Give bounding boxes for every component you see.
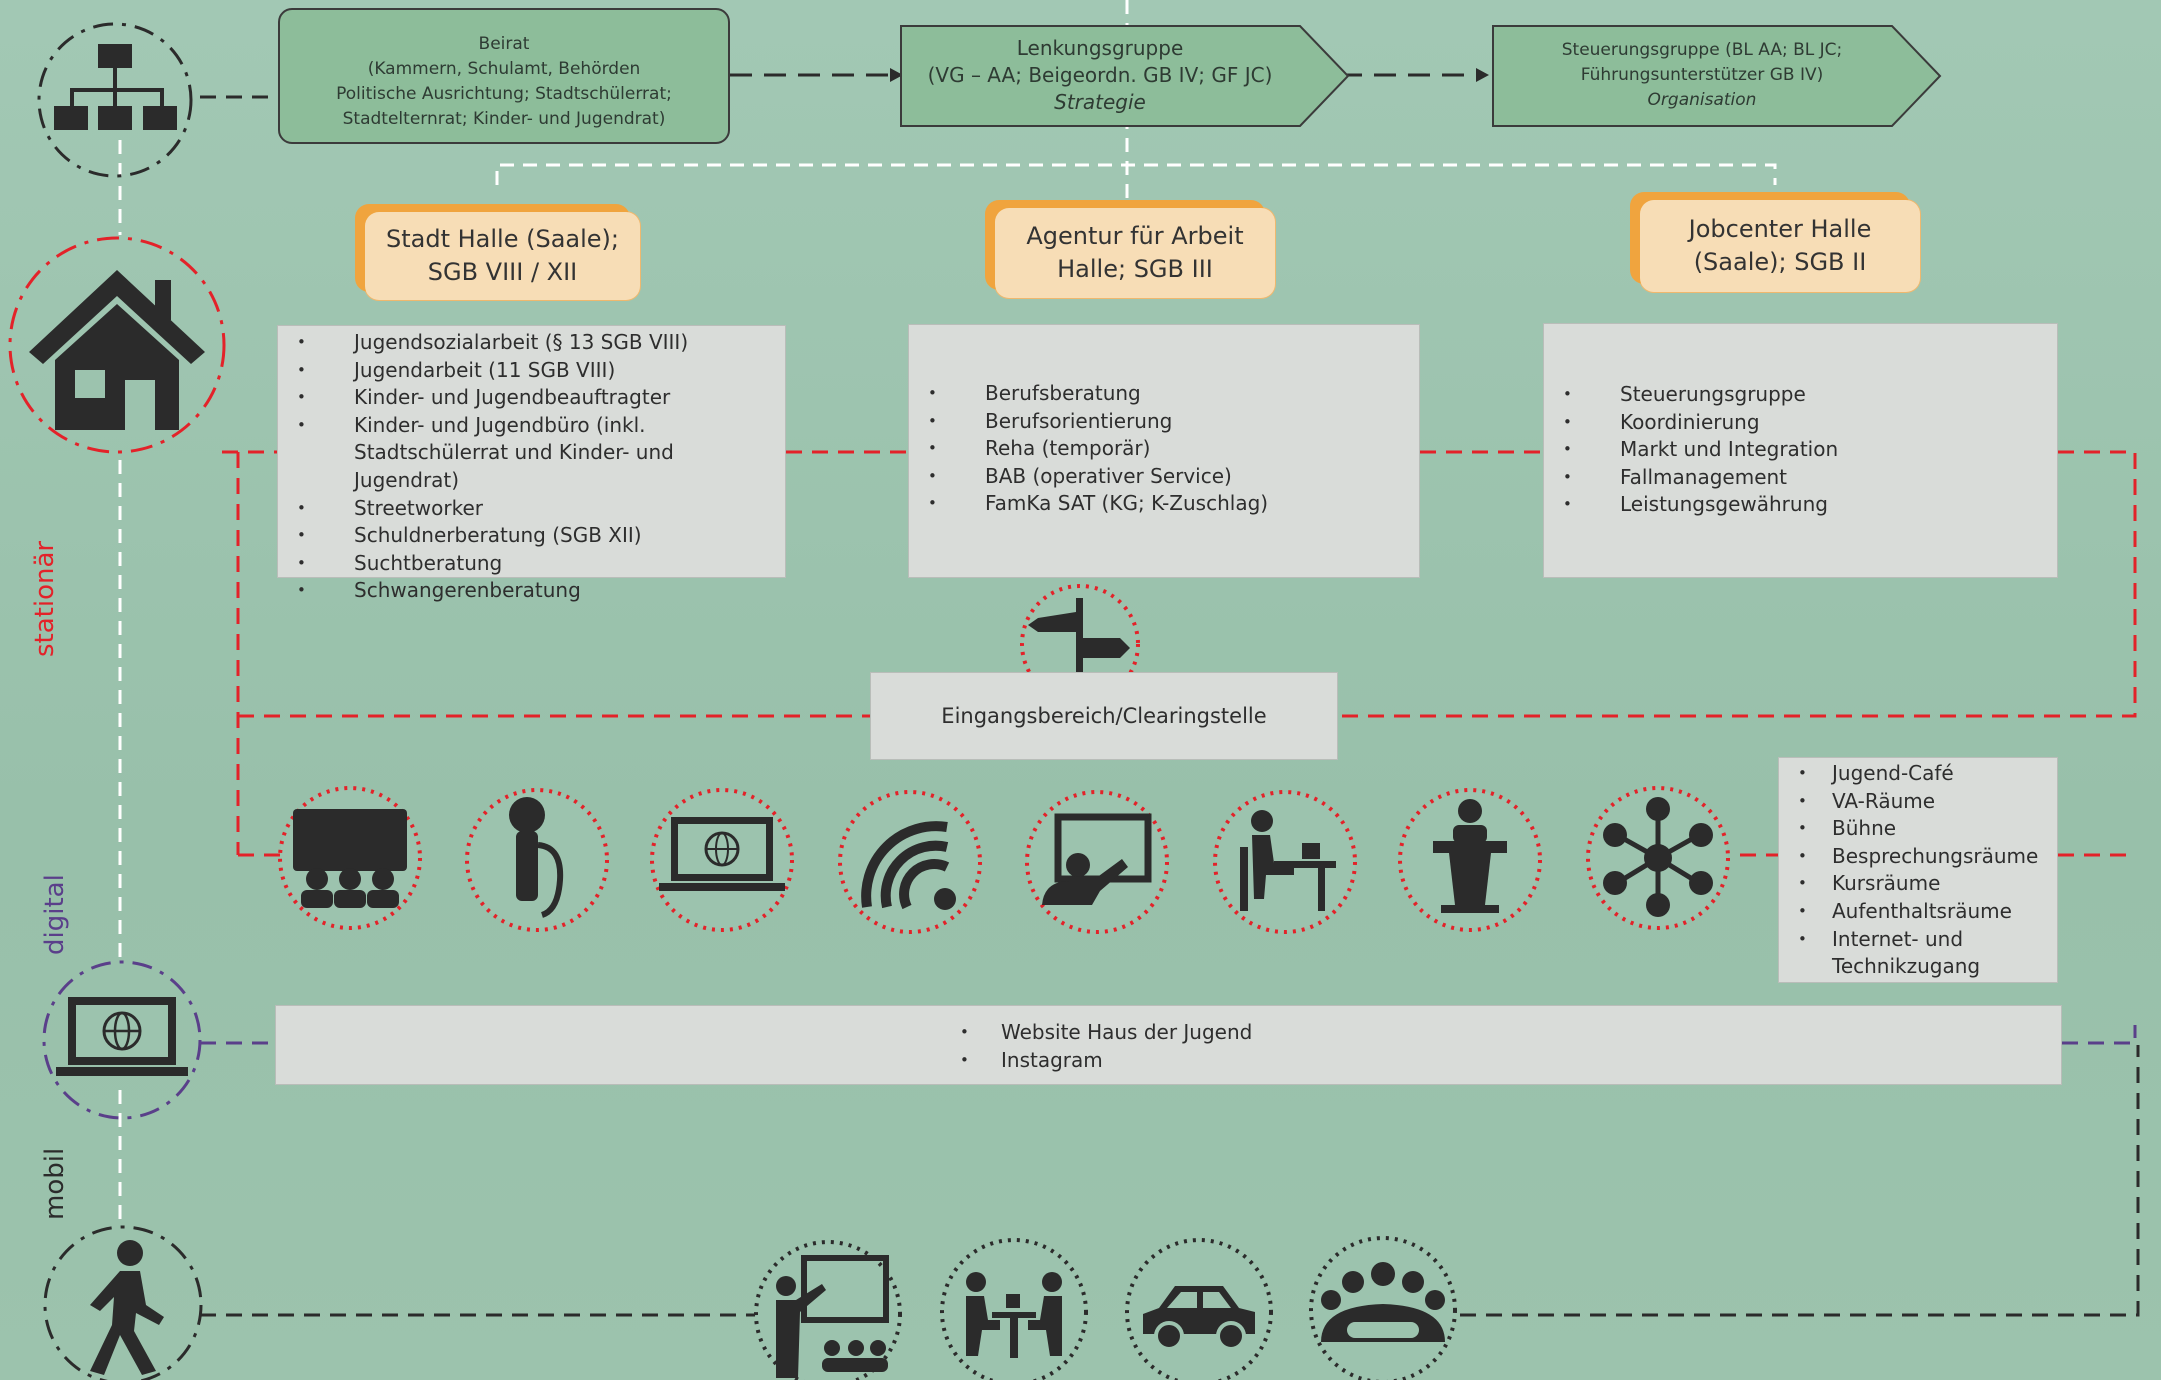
theater-audience-icon	[278, 786, 422, 930]
label-mobil: mobil	[40, 1147, 70, 1220]
laptop-globe-icon	[42, 960, 202, 1120]
desk-worker-icon	[1213, 790, 1357, 934]
list-item: VA-Räume	[1779, 788, 2057, 816]
list-item: Instagram	[941, 1047, 2061, 1075]
car-icon	[1125, 1238, 1273, 1380]
partner-name-line2: Halle; SGB III	[1057, 255, 1213, 283]
org-chart-icon	[37, 22, 193, 178]
list-item: Kinder- und Jugendbeauftragter	[278, 384, 785, 412]
list-item: Steuerungsgruppe	[1544, 381, 2057, 409]
list-item: Streetworker	[278, 495, 785, 523]
teacher-board-icon	[754, 1240, 902, 1380]
partner-name-line2: SGB VIII / XII	[427, 258, 578, 286]
wifi-icon	[838, 790, 982, 934]
beirat-line: Politische Ausrichtung; Stadtschülerrat;	[336, 84, 672, 104]
list-item: Jugendsozialarbeit (§ 13 SGB VIII)	[278, 329, 785, 357]
list-item: Schwangerenberatung	[278, 577, 785, 605]
partner-name-line2: (Saale); SGB II	[1693, 248, 1867, 276]
beirat-title: Beirat	[478, 34, 530, 54]
walking-person-icon	[43, 1225, 203, 1380]
group-people-icon	[1309, 1236, 1457, 1380]
rooms-list: Jugend-Café VA-Räume Bühne Besprechungsr…	[1778, 757, 2058, 983]
lenkungsgruppe-arrow-shape	[900, 25, 1350, 127]
list-item: Fallmanagement	[1544, 464, 2057, 492]
beirat-line: (Kammern, Schulamt, Behörden	[367, 59, 641, 79]
beirat-box: Beirat (Kammern, Schulamt, Behörden Poli…	[278, 8, 730, 144]
list-item: Bühne	[1779, 815, 2057, 843]
lenkungsgruppe-role: Strategie	[1054, 90, 1146, 114]
list-item: Markt und Integration	[1544, 436, 2057, 464]
steuerungsgruppe-role: Organisation	[1647, 90, 1757, 110]
lectern-icon	[1398, 788, 1542, 932]
steuerungsgruppe-arrow-shape	[1492, 25, 1942, 127]
clearing-box: Eingangsbereich/Clearingstelle	[870, 672, 1338, 760]
house-icon	[8, 236, 226, 454]
microphone-icon	[465, 788, 609, 932]
presentation-screen-icon	[1025, 790, 1169, 934]
partner-name-line1: Stadt Halle (Saale);	[385, 225, 619, 253]
partner-agentur-fuer-arbeit: Agentur für Arbeit Halle; SGB III	[995, 208, 1275, 298]
list-item: Suchtberatung	[278, 550, 785, 578]
beirat-line: Stadtelternrat; Kinder- und Jugendrat)	[342, 109, 666, 129]
list-item: Kursräume	[1779, 870, 2057, 898]
list-item-text: Kinder- und Jugendbüro (inkl.	[354, 412, 646, 437]
label-digital: digital	[40, 874, 70, 955]
list-item: BAB (operativer Service)	[909, 463, 1419, 491]
partner-stadt-halle: Stadt Halle (Saale); SGB VIII / XII	[365, 212, 640, 300]
list-item: Reha (temporär)	[909, 435, 1419, 463]
lenkungsgruppe-members: (VG – AA; Beigeordn. GB IV; GF JC)	[927, 63, 1273, 87]
list-item-text: Internet- und	[1832, 926, 1964, 951]
list-item: Kinder- und Jugendbüro (inkl. Stadtschüle…	[278, 412, 785, 495]
meeting-table-icon	[940, 1238, 1088, 1380]
list-item: Besprechungsräume	[1779, 843, 2057, 871]
list-item: Website Haus der Jugend	[941, 1019, 2061, 1047]
list-item: Jugend-Café	[1779, 760, 2057, 788]
list-item: Aufenthaltsräume	[1779, 898, 2057, 926]
steuerungsgruppe-box: Steuerungsgruppe (BL AA; BL JC; Führungs…	[1492, 38, 1912, 113]
list-item: Jugendarbeit (11 SGB VIII)	[278, 357, 785, 385]
list-item: Leistungsgewährung	[1544, 491, 2057, 519]
lenkungsgruppe-title: Lenkungsgruppe	[1016, 36, 1184, 60]
label-stationaer: stationär	[30, 540, 60, 657]
steuerungsgruppe-title: Steuerungsgruppe (BL AA; BL JC;	[1561, 40, 1843, 60]
lenkungsgruppe-box: Lenkungsgruppe (VG – AA; Beigeordn. GB I…	[900, 35, 1300, 116]
list-item: Berufsorientierung	[909, 408, 1419, 436]
partner-name-line1: Agentur für Arbeit	[1026, 222, 1244, 250]
list-item: Koordinierung	[1544, 409, 2057, 437]
list-item: FamKa SAT (KG; K-Zuschlag)	[909, 490, 1419, 518]
steuerungsgruppe-members: Führungsunterstützer GB IV)	[1580, 65, 1824, 85]
services-agentur-fuer-arbeit: Berufsberatung Berufsorientierung Reha (…	[908, 324, 1420, 578]
list-item-continuation: Technikzugang	[1832, 954, 1981, 979]
digital-channels-box: Website Haus der Jugend Instagram	[275, 1005, 2062, 1085]
list-item-continuation: Stadtschülerrat und Kinder- und Jugendra…	[354, 440, 674, 492]
services-jobcenter-halle: Steuerungsgruppe Koordinierung Markt und…	[1543, 323, 2058, 578]
network-people-icon	[1586, 786, 1730, 930]
partner-name-line1: Jobcenter Halle	[1688, 215, 1872, 243]
clearing-label: Eingangsbereich/Clearingstelle	[941, 704, 1267, 728]
services-stadt-halle: Jugendsozialarbeit (§ 13 SGB VIII) Jugen…	[277, 325, 786, 605]
list-item: Schuldnerberatung (SGB XII)	[278, 522, 785, 550]
list-item: Berufsberatung	[909, 380, 1419, 408]
laptop-globe-icon	[650, 788, 794, 932]
partner-jobcenter-halle: Jobcenter Halle (Saale); SGB II	[1640, 200, 1920, 292]
